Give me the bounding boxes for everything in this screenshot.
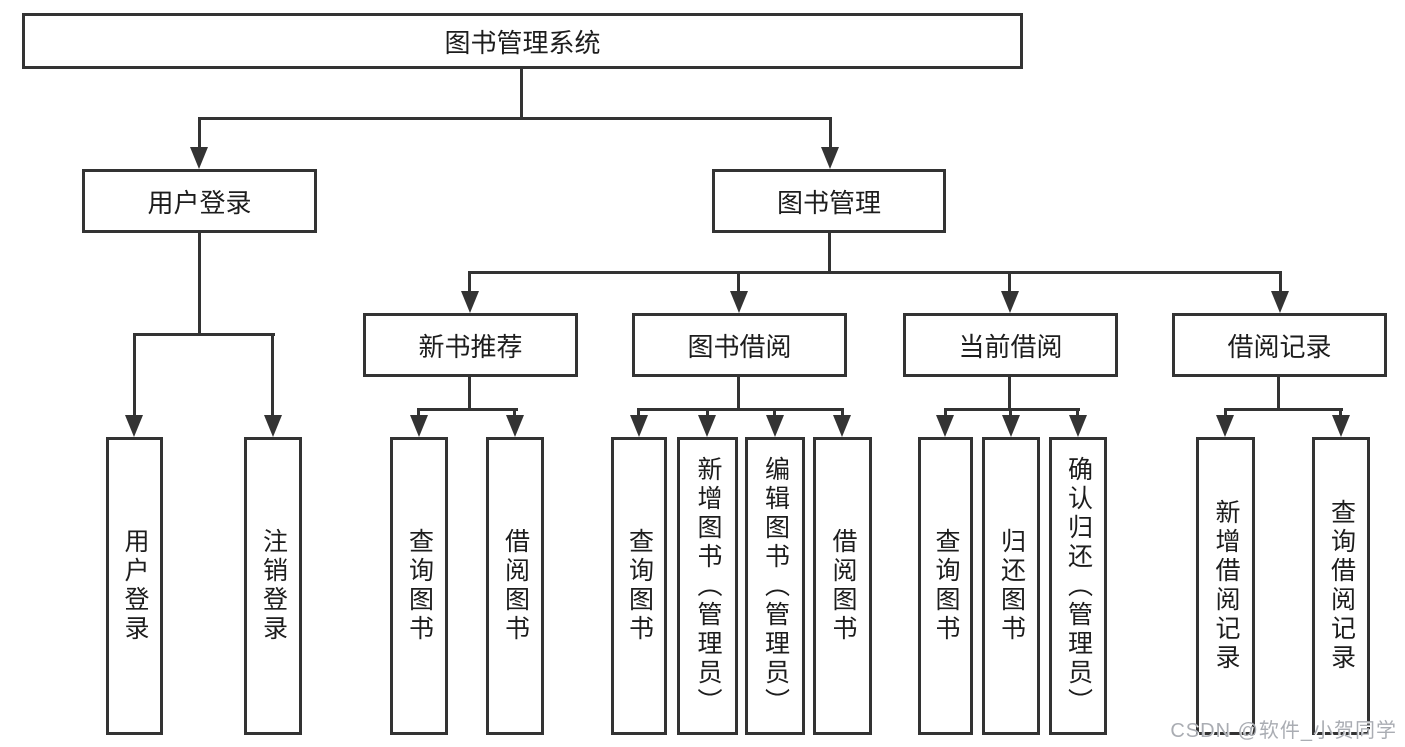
leaf-add-book-admin: 新增图书（管理员） [677,437,738,735]
connector-borrowrecord-stem [1277,377,1280,411]
node-new-book-recommend: 新书推荐 [363,313,578,377]
connector-drop-new-book [468,271,471,293]
leaf-logout-login: 注销登录 [244,437,302,735]
connector-drop [417,408,420,418]
node-user-login: 用户登录 [82,169,317,233]
arrow-down-icon [190,147,208,169]
arrow-down-icon [125,415,143,437]
connector-drop [773,408,776,418]
connector-drop-user-login [198,117,201,149]
connector-currentborrow-split [944,408,1080,411]
arrow-down-icon [461,291,479,313]
leaf-query-book-current: 查询图书 [918,437,973,735]
watermark: CSDN @软件_小贺同学 [1170,720,1397,742]
leaf-query-book-borrow: 查询图书 [611,437,667,735]
connector-drop-leaf-user-login [133,333,136,415]
node-borrow-record: 借阅记录 [1172,313,1387,377]
arrow-down-icon [730,291,748,313]
connector-root-stem [520,69,523,119]
leaf-query-borrow-record: 查询借阅记录 [1312,437,1370,735]
connector-drop-borrow-record [1279,271,1282,293]
connector-drop [944,408,947,418]
leaf-return-book: 归还图书 [982,437,1040,735]
arrow-down-icon [1001,291,1019,313]
connector-drop [1339,408,1342,418]
connector-drop [637,408,640,418]
connector-newbook-split [417,408,518,411]
node-book-management: 图书管理 [712,169,946,233]
leaf-borrow-book-newrec: 借阅图书 [486,437,544,735]
node-current-borrow: 当前借阅 [903,313,1118,377]
connector-user-login-stem [198,233,201,336]
connector-root-split [198,117,832,120]
arrow-down-icon [833,415,851,437]
arrow-down-icon [766,415,784,437]
arrow-down-icon [1069,415,1087,437]
connector-currentborrow-stem [1008,377,1011,411]
connector-bookborrow-split [637,408,844,411]
connector-drop-leaf-logout [271,333,274,415]
arrow-down-icon [264,415,282,437]
leaf-query-book-newrec: 查询图书 [390,437,448,735]
connector-drop [706,408,709,418]
connector-drop-book-management [829,117,832,149]
connector-drop [513,408,516,418]
arrow-down-icon [1271,291,1289,313]
arrow-down-icon [936,415,954,437]
connector-drop [1009,408,1012,418]
connector-drop-current-borrow [1008,271,1011,293]
leaf-user-login: 用户登录 [106,437,163,735]
arrow-down-icon [630,415,648,437]
arrow-down-icon [410,415,428,437]
arrow-down-icon [1332,415,1350,437]
connector-book-mgmt-split [468,271,1282,274]
connector-drop-book-borrow [737,271,740,293]
arrow-down-icon [1002,415,1020,437]
arrow-down-icon [821,147,839,169]
connector-drop [1224,408,1227,418]
arrow-down-icon [506,415,524,437]
connector-newbook-stem [468,377,471,411]
node-library-management-system: 图书管理系统 [22,13,1023,69]
connector-book-mgmt-stem [828,233,831,274]
connector-drop [841,408,844,418]
leaf-edit-book-admin: 编辑图书（管理员） [745,437,805,735]
leaf-add-borrow-record: 新增借阅记录 [1196,437,1255,735]
connector-borrowrecord-split [1224,408,1343,411]
arrow-down-icon [698,415,716,437]
leaf-confirm-return-admin: 确认归还（管理员） [1049,437,1107,735]
connector-bookborrow-stem [737,377,740,411]
arrow-down-icon [1216,415,1234,437]
leaf-borrow-book: 借阅图书 [813,437,872,735]
connector-user-login-split [133,333,275,336]
connector-drop [1076,408,1079,418]
node-book-borrow: 图书借阅 [632,313,847,377]
